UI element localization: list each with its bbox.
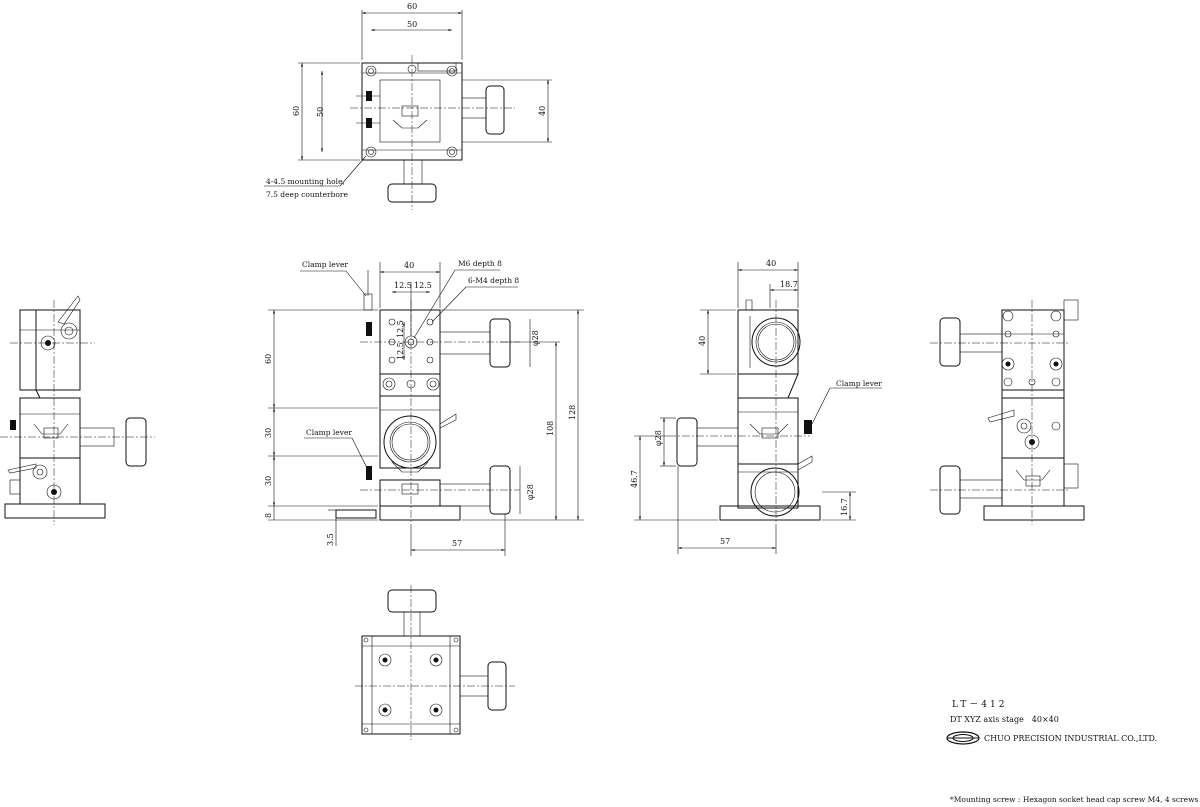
dim-vert-b: 12.5 [396, 342, 405, 360]
dim-knob-dia-bottom: φ28 [526, 484, 535, 500]
dim-half-left: 12.5 [394, 281, 412, 290]
dim-vert-a: 12.5 [396, 320, 405, 338]
dim-left-30b: 30 [264, 476, 273, 486]
dim-left-60: 60 [264, 354, 273, 364]
footnote: *Mounting screw : Hexagon socket head ca… [950, 795, 1199, 804]
dim-right-128: 128 [568, 405, 577, 420]
bottom-view [355, 585, 515, 740]
top-view: 60 50 60 50 40 4-4.5 mounting hole, 7.5 … [264, 2, 552, 210]
dim-right-height: 40 [538, 106, 547, 116]
right-side-view: 40 18.7 40 φ28 46.7 16.7 57 Clamp lever [630, 259, 882, 554]
front-view: 40 12.5 12.5 12.5 12.5 M6 depth 8 6-M4 d… [264, 259, 584, 556]
clamp-lever-icon [363, 293, 373, 311]
mounting-hole-icon [365, 64, 458, 158]
dim-top-width: 40 [404, 261, 414, 270]
title-block: LT－412 DT XYZ axis stage 40×40 CHUO PREC… [946, 700, 1157, 745]
dim-side-offset: 18.7 [780, 280, 798, 289]
label-clamp-lever-mid: Clamp lever [306, 428, 352, 437]
dim-right-108: 108 [546, 421, 555, 436]
dim-width-outer: 60 [407, 2, 417, 11]
model-number: LT－412 [952, 700, 1007, 710]
dim-side-bottom-57: 57 [720, 537, 730, 546]
dim-left-8: 8 [264, 513, 273, 518]
dim-side-top-width: 40 [766, 259, 776, 268]
callout-m4: 6-M4 depth 8 [468, 276, 519, 285]
dim-height-outer: 60 [292, 106, 301, 116]
dim-left-30a: 30 [264, 428, 273, 438]
dim-bottom-57: 57 [452, 539, 462, 548]
company-logo-icon [946, 731, 980, 745]
label-clamp-lever-top: Clamp lever [302, 260, 348, 269]
dim-left-3-5: 3.5 [326, 533, 335, 546]
mounting-hole-icon [363, 637, 459, 733]
dim-side-left-40: 40 [698, 336, 707, 346]
dim-side-46-7: 46.7 [630, 470, 639, 488]
label-side-clamp-lever: Clamp lever [836, 379, 882, 388]
left-side-view [0, 295, 155, 525]
note-mounting-hole: 4-4.5 mounting hole, [266, 177, 345, 186]
product-description: DT XYZ axis stage 40×40 [950, 715, 1059, 724]
dim-knob-dia-top: φ28 [531, 330, 540, 346]
dim-half-right: 12.5 [414, 281, 432, 290]
company-name: CHUO PRECISION INDUSTRIAL CO.,LTD. [984, 734, 1157, 743]
dim-width-inner: 50 [407, 20, 417, 29]
callout-m6: M6 depth 8 [458, 259, 502, 268]
note-counterbore: 7.5 deep counterbore [266, 190, 348, 199]
dim-side-16-7: 16.7 [840, 498, 849, 516]
back-view [930, 299, 1085, 525]
dim-height-inner: 50 [316, 107, 325, 117]
dim-side-knob-dia: φ28 [654, 430, 663, 446]
